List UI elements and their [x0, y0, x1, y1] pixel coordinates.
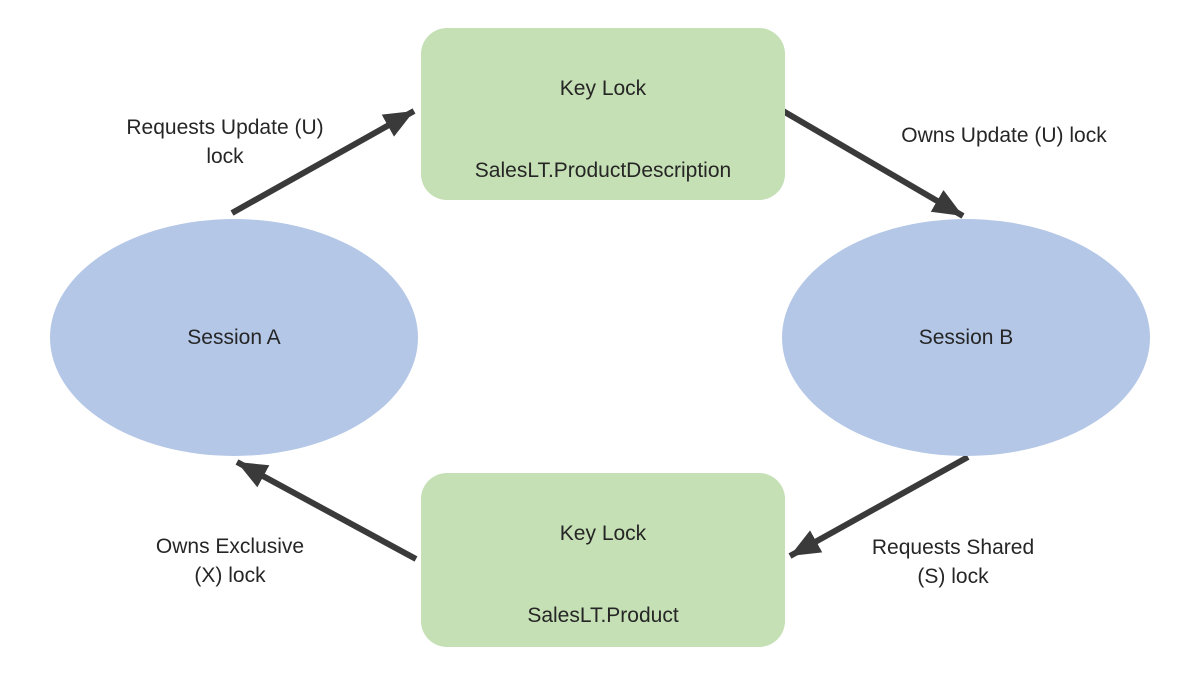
arrow-session-a-requests-update: [230, 108, 416, 216]
session-label: Session A: [187, 325, 281, 349]
arrow-session-b-owns-update: [781, 108, 965, 219]
edge-label-owns-exclusive-lock: Owns Exclusive (X) lock: [155, 535, 305, 587]
node-key-lock-product-description: Key Lock SalesLT.ProductDescription: [421, 28, 785, 200]
edge-label-owns-update-lock: Owns Update (U) lock: [901, 124, 1107, 147]
node-session-b: Session B: [782, 219, 1150, 456]
arrow-session-b-requests-shared: [788, 454, 970, 559]
session-label: Session B: [918, 325, 1014, 349]
lock-title: Key Lock: [559, 522, 647, 545]
lock-resource: SalesLT.Product: [527, 604, 679, 627]
lock-title: Key Lock: [559, 77, 647, 100]
node-key-lock-product: Key Lock SalesLT.Product: [421, 473, 785, 647]
edge-label-requests-update-lock: Requests Update (U) lock: [126, 116, 324, 168]
edge-label-requests-shared-lock: Requests Shared (S) lock: [871, 536, 1035, 588]
arrow-session-a-owns-exclusive: [235, 459, 418, 562]
lock-resource: SalesLT.ProductDescription: [474, 159, 732, 182]
node-session-a: Session A: [50, 219, 418, 456]
